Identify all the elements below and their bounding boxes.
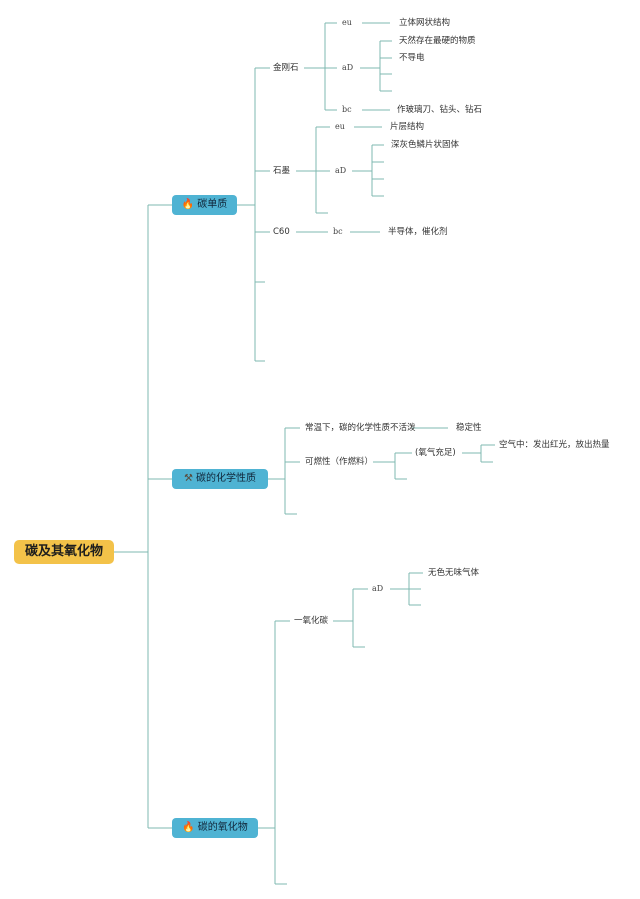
- node-diamond-hardest[interactable]: 天然存在最硬的物质: [399, 36, 476, 46]
- node-diamond-eu[interactable]: eu: [342, 18, 352, 27]
- node-diamond-nonconductive[interactable]: 不导电: [399, 53, 425, 63]
- node-c60-uses[interactable]: 半导体，催化剂: [388, 227, 448, 237]
- branch-label: 碳的氧化物: [197, 822, 248, 833]
- node-c60-bc[interactable]: bc: [333, 227, 343, 236]
- node-stable-at-room-temp[interactable]: 常温下，碳的化学性质不活泼: [305, 423, 416, 433]
- node-diamond[interactable]: 金刚石: [273, 63, 299, 73]
- node-carbon-monoxide[interactable]: 一氧化碳: [294, 616, 329, 626]
- node-sufficient-oxygen[interactable]: (氧气充足): [415, 448, 456, 458]
- node-diamond-ad[interactable]: aD: [342, 63, 354, 72]
- branch-carbon-element[interactable]: 🔥 碳单质: [172, 195, 237, 215]
- node-combustibility[interactable]: 可燃性（作燃料）: [305, 457, 374, 467]
- branch-carbon-oxides[interactable]: 🔥 碳的氧化物: [172, 818, 258, 838]
- fire-icon: 🔥: [182, 822, 195, 833]
- node-diamond-bc[interactable]: bc: [342, 105, 352, 114]
- node-diamond-structure[interactable]: 立体网状结构: [399, 18, 451, 28]
- node-graphite[interactable]: 石墨: [273, 166, 291, 176]
- node-graphite-ad[interactable]: aD: [335, 166, 347, 175]
- node-co-ad[interactable]: aD: [372, 584, 384, 593]
- branch-carbon-chemical-properties[interactable]: ⚒ 碳的化学性质: [172, 469, 268, 489]
- node-graphite-structure[interactable]: 片层结构: [390, 122, 425, 132]
- node-c60[interactable]: C60: [273, 227, 290, 237]
- node-stability[interactable]: 稳定性: [456, 423, 482, 433]
- branch-label: 碳单质: [197, 199, 228, 210]
- root-node[interactable]: 碳及其氧化物: [14, 540, 114, 564]
- fire-icon: 🔥: [181, 199, 195, 210]
- node-diamond-uses[interactable]: 作玻璃刀、钻头、钻石: [397, 105, 483, 115]
- hammer-pick-icon: ⚒: [184, 473, 193, 484]
- node-graphite-appearance[interactable]: 深灰色鳞片状固体: [391, 140, 460, 150]
- node-combustion-result[interactable]: 空气中：发出红光，放出热量: [499, 440, 610, 450]
- branch-label: 碳的化学性质: [195, 473, 256, 484]
- node-graphite-eu[interactable]: eu: [335, 122, 345, 131]
- node-co-colorless-odorless[interactable]: 无色无味气体: [428, 568, 480, 578]
